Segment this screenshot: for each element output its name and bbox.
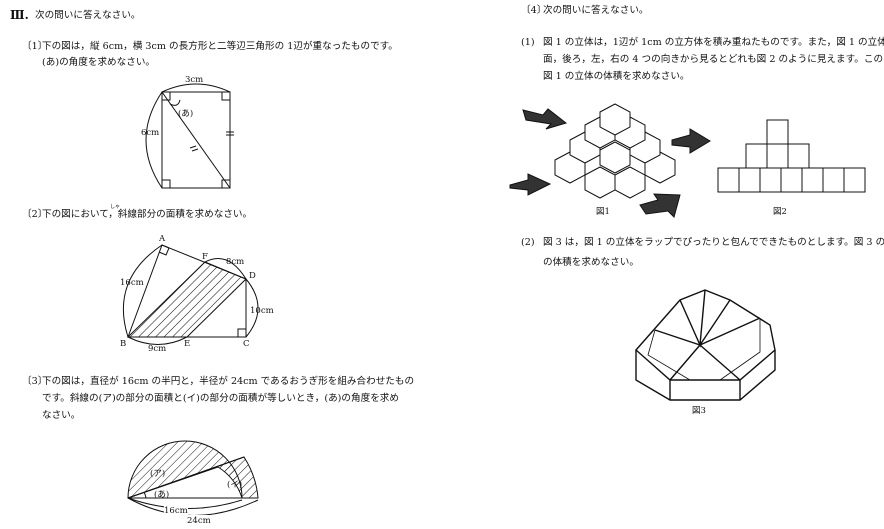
fig2-front-view-grid [717, 119, 866, 193]
q2-length-dc: 10cm [250, 306, 274, 316]
q3-region-i: (イ) [227, 480, 243, 490]
q4-1-label: (1) [521, 37, 535, 48]
fig2-caption: 図2 [773, 207, 787, 217]
q3-label: 〔3〕 [22, 376, 48, 387]
q2-label: 〔2〕 [22, 209, 48, 220]
q2-length-ab: 16cm [120, 278, 144, 288]
q2-point-b: B [120, 339, 127, 349]
q3-diameter-label: 16cm [164, 505, 188, 517]
q4-2-label: (2) [521, 237, 535, 248]
q4-1-text-line2: 面，後ろ，左，右の 4 つの向きから見るとどれも図 2 のように見えます。このと… [543, 54, 884, 65]
q2-point-a: A [159, 234, 166, 244]
q2-text: 下の図において，斜線部分の面積を求めなさい。 [42, 209, 253, 220]
fig1-stacked-cubes [509, 103, 711, 218]
q1-fig-angle-label: (あ) [178, 109, 194, 119]
q3-region-a: (ア) [150, 469, 166, 479]
q4-2-text-line2: の体積を求めなさい。 [543, 257, 639, 268]
q4-1-text-line1: 図 1 の立体は，1辺が 1cm の立方体を積み重ねたものです。また，図 1 の… [543, 37, 884, 48]
q3-text-line3: なさい。 [42, 410, 81, 421]
q2-point-c: C [243, 339, 250, 349]
q3-text-line2: です。斜線の(ア)の部分の面積と(イ)の部分の面積が等しいとき，(あ)の角度を求… [42, 393, 399, 404]
fig3-caption: 図3 [692, 406, 706, 416]
cube-pile [554, 103, 676, 199]
q3-radius-label: 24cm [187, 515, 211, 527]
section-number: Ⅲ. [10, 8, 29, 22]
q1-label: 〔1〕 [22, 41, 48, 52]
q1-text-line2: (あ)の角度を求めなさい。 [42, 57, 156, 68]
q1-text-line1: 下の図は，縦 6cm，横 3cm の長方形と二等辺三角形の 1辺が重なったもので… [42, 41, 398, 52]
q4-label: 〔4〕 [521, 5, 547, 16]
q2-point-f: F [202, 252, 208, 262]
q2-ruby: しゃ [110, 204, 121, 210]
q2-point-d: D [249, 271, 256, 281]
q1-fig-side-length: 6cm [141, 128, 160, 138]
q2-length-fd: 8cm [226, 257, 245, 267]
q3-angle-label: (あ) [154, 490, 170, 500]
q4-2-text-line1: 図 3 は，図 1 の立体をラップでぴったりと包んでできたものとします。図 3 … [543, 237, 884, 248]
q3-text-line1: 下の図は，直径が 16cm の半円と，半径が 24cm であるおうぎ形を組み合わ… [42, 376, 415, 387]
q1-rectangle-figure [145, 83, 234, 189]
section-title: 次の問いに答えなさい。 [35, 10, 141, 21]
q3-semicircle-sector-figure [127, 440, 259, 516]
q2-length-be: 9cm [148, 344, 167, 354]
fig1-caption: 図1 [596, 207, 610, 217]
q1-fig-top-length: 3cm [185, 75, 204, 85]
fig3-wrapped-solid [635, 289, 776, 401]
q4-1-text-line3: 図 1 の立体の体積を求めなさい。 [543, 71, 690, 82]
q2-point-e: E [184, 339, 191, 349]
q4-title: 次の問いに答えなさい。 [543, 5, 649, 16]
q2-quadrilateral-figure [122, 244, 259, 345]
